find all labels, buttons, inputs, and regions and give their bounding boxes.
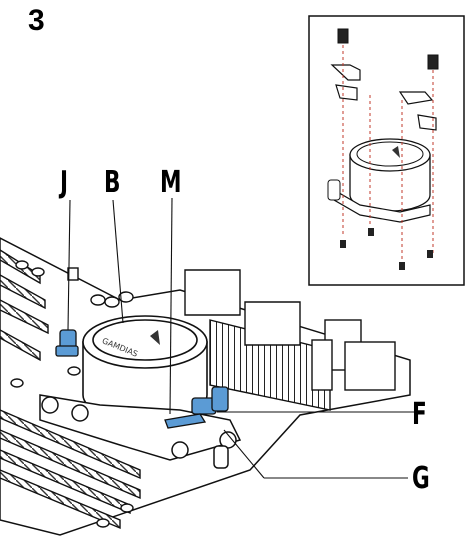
step-number: 3 — [28, 4, 45, 37]
callout-j: J — [60, 165, 69, 200]
io-components — [311, 319, 396, 391]
inset-box — [308, 15, 465, 286]
clip-j — [55, 329, 79, 357]
vrm-heatsink — [184, 269, 331, 411]
pump-cooler: GAMDIAS — [82, 315, 208, 422]
bar-m — [164, 413, 207, 429]
leader-lines — [67, 197, 414, 479]
memory-slots — [0, 249, 141, 530]
board-components — [10, 260, 134, 528]
callout-b: B — [104, 165, 121, 200]
clip-f — [191, 386, 229, 415]
mounting-bracket — [39, 394, 242, 469]
callout-f: F — [412, 397, 427, 432]
callout-g: G — [412, 461, 430, 496]
callout-m: M — [160, 165, 182, 200]
